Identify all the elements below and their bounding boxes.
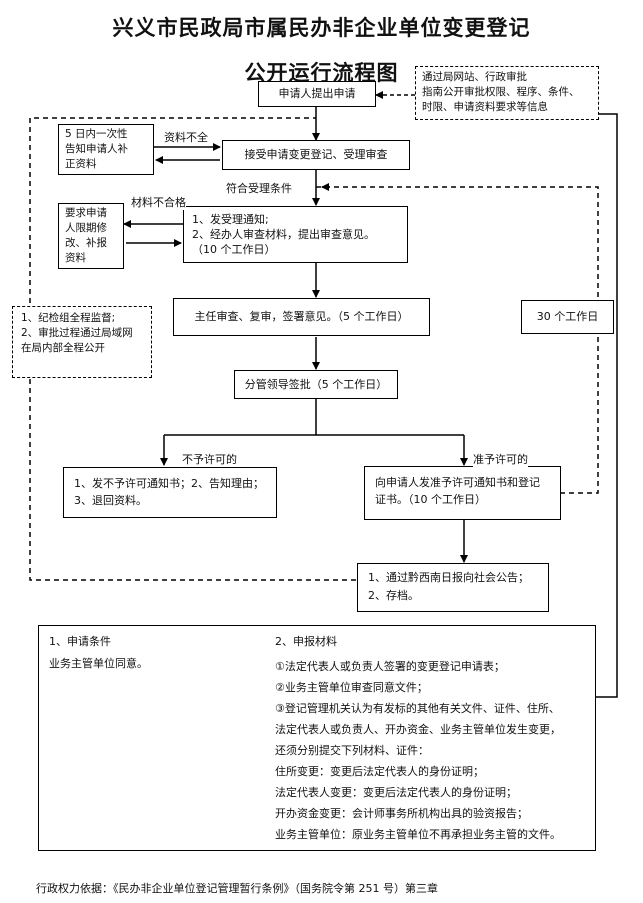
label-not-permit: 不予许可的 <box>182 451 237 467</box>
conditions-text: 业务主管单位同意。 <box>49 657 148 670</box>
materials-list: ①法定代表人或负责人签署的变更登记申请表； ②业务主管单位审查同意文件； ③登记… <box>275 656 561 845</box>
dashed-supervision-loop <box>29 117 356 581</box>
notify-supplement-box: 5 日内一次性 告知申请人补 正资料 <box>58 124 154 175</box>
not-permit-box: 1、发不予许可通知书；2、告知理由； 3、退回资料。 <box>63 467 277 518</box>
materials-item: 还须分别提交下列材料、证件： <box>275 744 429 757</box>
materials-heading: 2、申报材料 <box>275 635 337 648</box>
conditions-heading: 1、申请条件 <box>49 635 111 648</box>
accept-review-box: 接受申请变更登记、受理审查 <box>222 140 410 170</box>
title-line-1: 兴义市民政局市属民办非企业单位变更登记 <box>112 16 531 40</box>
dashed-30-day-loop <box>316 186 599 494</box>
materials-item: 法定代表人变更：变更后法定代表人的身份证明； <box>275 786 517 799</box>
info-public-box: 通过局网站、行政审批 指南公开审批权限、程序、条件、 时限、申请资料要求等信息 <box>415 66 599 120</box>
thirty-days-box: 30 个工作日 <box>521 300 614 334</box>
announce-box: 1、通过黔西南日报向社会公告； 2、存档。 <box>357 563 549 612</box>
materials-item: ②业务主管单位审查同意文件； <box>275 681 428 694</box>
materials-item: 住所变更：变更后法定代表人的身份证明； <box>275 765 484 778</box>
label-meets-conditions: 符合受理条件 <box>226 180 292 196</box>
director-review-box: 主任审查、复审，签署意见。（5 个工作日） <box>173 298 430 336</box>
label-incomplete: 资料不全 <box>164 129 208 145</box>
materials-item: 法定代表人或负责人、开办资金、业务主管单位发生变更， <box>275 723 561 736</box>
apply-box: 申请人提出申请 <box>258 81 376 107</box>
materials-item: 开办资金变更：会计师事务所机构出具的验资报告； <box>275 807 528 820</box>
footer-legal-basis: 行政权力依据：《民办非企业单位登记管理暂行条例》（国务院令第 251 号）第三章 <box>36 882 438 895</box>
materials-item: ①法定代表人或负责人签署的变更登记申请表； <box>275 660 505 673</box>
label-material-fail: 材料不合格 <box>131 194 186 210</box>
permit-box: 向申请人发准予许可通知书和登记 证书。（10 个工作日） <box>364 466 561 520</box>
leader-sign-box: 分管领导签批（5 个工作日） <box>234 370 398 399</box>
supervision-box: 1、纪检组全程监督; 2、审批过程通过局域网 在局内部全程公开 <box>12 306 152 378</box>
notice-review-box: 1、发受理通知; 2、经办人审查材料，提出审查意见。 （10 个工作日） <box>183 206 408 263</box>
materials-item: 业务主管单位：原业务主管单位不再承担业务主管的文件。 <box>275 828 561 841</box>
materials-item: ③登记管理机关认为有发标的其他有关文件、证件、住所、 <box>275 702 560 715</box>
require-modify-box: 要求申请 人限期修 改、补报 资料 <box>58 203 124 269</box>
label-permit: 准予许可的 <box>473 451 528 467</box>
requirements-box: 1、申请条件 业务主管单位同意。 2、申报材料 ①法定代表人或负责人签署的变更登… <box>38 625 596 851</box>
